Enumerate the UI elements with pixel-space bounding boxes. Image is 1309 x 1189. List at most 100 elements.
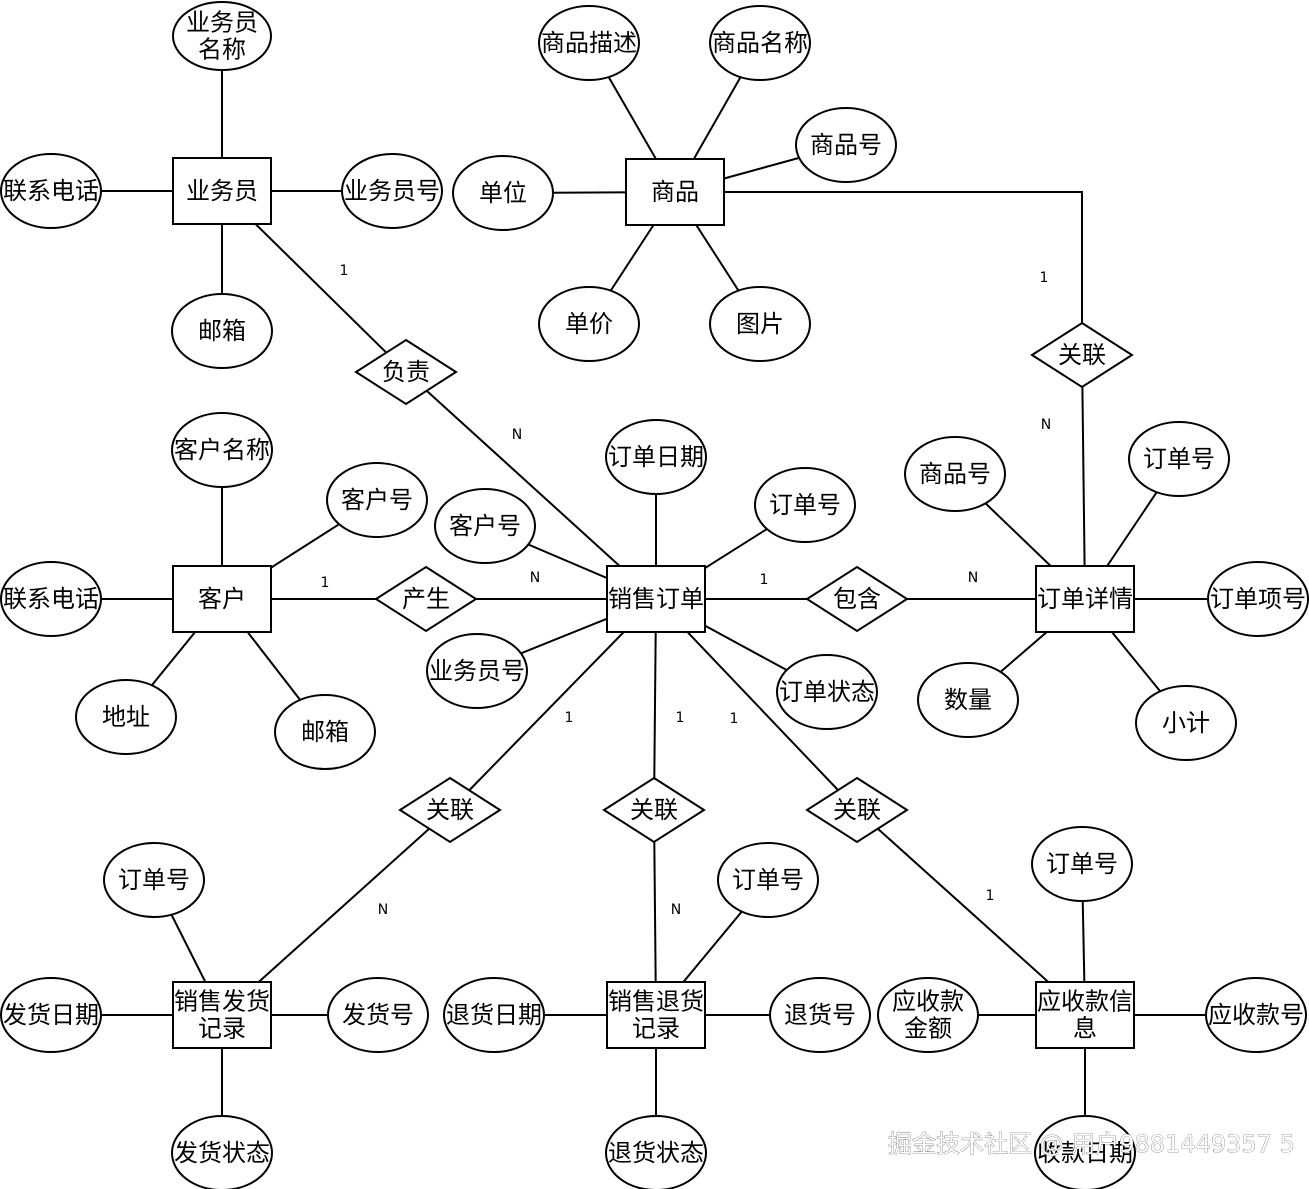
cardinality-r7-from: 1 (730, 711, 739, 727)
attribute-shape (274, 694, 376, 770)
attribute-shape (605, 1115, 707, 1189)
attribute-shape (171, 1115, 273, 1189)
attribute-a32: 退货号 (769, 977, 871, 1053)
attribute-shape (605, 419, 707, 495)
rel-edge-r1-to (405, 371, 657, 600)
entity-order-label-0: 销售订单 (608, 585, 704, 613)
attribute-a26-label-0: 订单号 (118, 866, 190, 894)
entity-shape (172, 981, 272, 1049)
relationship-shape (354, 338, 458, 406)
attribute-a4: 邮箱 (171, 293, 273, 369)
rel-edge-r2-from (675, 191, 1083, 355)
cardinality-r4-from: 1 (760, 572, 769, 588)
attribute-a5: 商品描述 (538, 5, 640, 81)
attribute-shape (103, 842, 205, 918)
attribute-a34-label-0: 订单号 (1046, 850, 1118, 878)
entity-shape (172, 157, 272, 225)
cardinality-r3-to: N (530, 570, 540, 586)
relationship-r1: 负责 (354, 338, 458, 406)
attribute-a36: 应收款号 (1205, 977, 1307, 1053)
attribute-a17-label-0: 客户号 (449, 512, 521, 540)
relationship-r6: 关联 (602, 776, 706, 844)
relationship-r2-label-0: 关联 (1058, 341, 1106, 369)
relationship-r7: 关联 (805, 776, 909, 844)
entity-ship-label-1: 记录 (198, 1015, 246, 1043)
rel-edge-r5-to (221, 809, 451, 1016)
entity-ret-label-1: 记录 (632, 1015, 680, 1043)
cardinality-r2-from: 1 (1040, 270, 1049, 286)
attribute-shape (171, 293, 273, 369)
attribute-a29-label-0: 发货状态 (174, 1139, 270, 1167)
attribute-shape (0, 153, 102, 229)
attribute-shape (904, 436, 1006, 512)
attribute-a26: 订单号 (103, 842, 205, 918)
attribute-a25-label-0: 小计 (1162, 709, 1210, 737)
attribute-shape (1207, 561, 1309, 637)
attribute-shape (0, 977, 102, 1053)
cardinality-r4-to: N (968, 570, 978, 586)
relationship-shape (805, 776, 909, 844)
attribute-a33: 退货状态 (605, 1115, 707, 1189)
rel-edge-r6-from (653, 598, 657, 811)
cardinality-r5-to: N (378, 902, 388, 918)
attribute-a17: 客户号 (434, 488, 536, 564)
cardinality-r6-from: 1 (676, 710, 685, 726)
attribute-a13-label-0: 联系电话 (3, 585, 99, 613)
attribute-a1-label-1: 名称 (198, 36, 246, 64)
attribute-shape (426, 633, 528, 709)
attribute-shape (877, 977, 979, 1053)
rel-edge-r2-to (1081, 354, 1086, 600)
attribute-a11: 客户名称 (171, 412, 273, 488)
attribute-a14: 地址 (75, 679, 177, 755)
attribute-a3-label-0: 业务员号 (344, 177, 440, 205)
attribute-a30: 订单号 (717, 842, 819, 918)
attribute-shape (754, 467, 856, 543)
attribute-a28: 发货号 (327, 977, 429, 1053)
cardinality-r6-to: N (671, 902, 681, 918)
attribute-a36-label-0: 应收款号 (1208, 1001, 1304, 1029)
relationship-r7-label-0: 关联 (833, 796, 881, 824)
cardinality-r3-from: 1 (321, 575, 330, 591)
entity-shape (1035, 981, 1135, 1049)
attribute-a2: 联系电话 (0, 153, 102, 229)
attribute-a5-label-0: 商品描述 (541, 29, 637, 57)
attribute-shape (443, 977, 545, 1053)
attribute-a18: 订单号 (754, 467, 856, 543)
attribute-shape (1135, 685, 1237, 761)
attribute-a18-label-0: 订单号 (769, 491, 841, 519)
attribute-a24-label-0: 数量 (944, 686, 992, 714)
relationship-r2: 关联 (1030, 321, 1134, 389)
relationship-r5: 关联 (398, 776, 502, 844)
attribute-shape (769, 977, 871, 1053)
attribute-shape (171, 412, 273, 488)
entity-order: 销售订单 (606, 565, 706, 633)
entity-customer-label-0: 客户 (198, 585, 246, 613)
entity-ship-label-0: 销售发货 (174, 988, 270, 1016)
attribute-shape (452, 155, 554, 231)
attribute-shape (709, 5, 811, 81)
attribute-shape (1034, 1115, 1136, 1189)
attribute-a23-label-0: 订单项号 (1210, 585, 1306, 613)
attribute-a35-label-0: 应收款 (892, 988, 964, 1016)
rel-edge-r7-to (856, 809, 1086, 1016)
attribute-shape (917, 662, 1019, 738)
rel-edge-r7-from (655, 598, 858, 811)
relationship-r6-label-0: 关联 (630, 796, 678, 824)
attribute-shape (538, 286, 640, 362)
entity-shape (172, 565, 272, 633)
attribute-a15: 邮箱 (274, 694, 376, 770)
entity-shape (606, 981, 706, 1049)
attribute-a2-label-0: 联系电话 (3, 177, 99, 205)
attribute-a37-label-0: 收款日期 (1037, 1139, 1133, 1167)
cardinality-r1-to: N (512, 427, 522, 443)
attribute-a22-label-0: 订单号 (1143, 445, 1215, 473)
attribute-shape (341, 153, 443, 229)
attribute-a9-label-0: 单价 (565, 310, 613, 338)
attribute-a30-label-0: 订单号 (732, 866, 804, 894)
attribute-a7-label-0: 商品号 (810, 131, 882, 159)
relationship-shape (602, 776, 706, 844)
attribute-a28-label-0: 发货号 (342, 1001, 414, 1029)
attribute-shape (0, 561, 102, 637)
